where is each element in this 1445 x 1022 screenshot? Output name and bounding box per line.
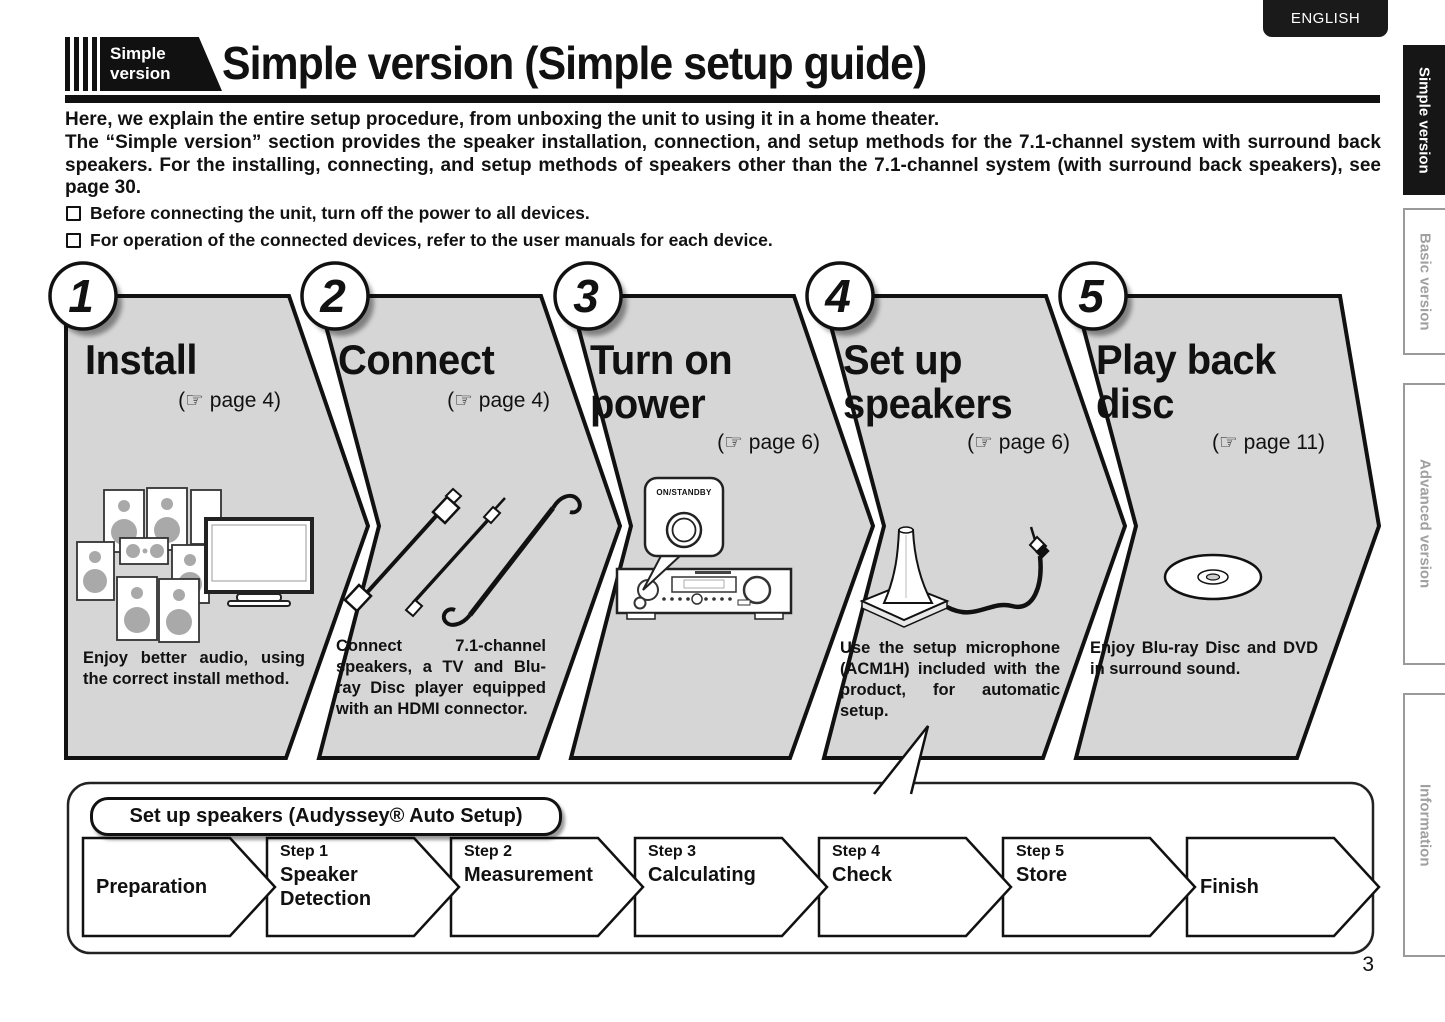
- title-divider: [65, 95, 1380, 103]
- power-button-callout: [642, 476, 725, 591]
- page-ref-playback: (☞ page 11): [1212, 431, 1325, 454]
- on-standby-label: ON/STANDBY: [656, 488, 712, 497]
- chevron-store: [1001, 836, 1197, 938]
- stage-speaker-detection: Step 1 Speaker Detection: [280, 842, 430, 911]
- note-item: For operation of the connected devices, …: [65, 230, 1065, 251]
- chevron-check: [817, 836, 1013, 938]
- chevron-speaker-detection: [265, 836, 461, 938]
- step-title-connect: Connect: [338, 336, 495, 383]
- page-ref-power: (☞ page 6): [717, 431, 820, 454]
- stage-label: Step 2: [464, 843, 513, 860]
- stage-label: Step 3: [648, 843, 697, 860]
- stage-name: Store: [1016, 864, 1068, 886]
- side-tab-advanced-version: Advanced version: [1403, 383, 1445, 665]
- panel-shape-connect: [315, 294, 623, 760]
- chevron-preparation: [81, 836, 277, 938]
- stage-label: Step 4: [832, 843, 881, 860]
- step-number-circles: [48, 261, 1132, 336]
- step-desc-playback: Enjoy Blu-ray Disc and DVD in surround s…: [1090, 639, 1318, 678]
- page-number: 3: [1362, 953, 1374, 976]
- stage-calculating: Step 3 Calculating: [648, 842, 798, 887]
- note-text: Before connecting the unit, turn off the…: [90, 203, 590, 223]
- stage-label: Step 5: [1016, 843, 1065, 860]
- intro-paragraph: The “Simple version” section provides th…: [65, 132, 1381, 198]
- page-ref-connect: (☞ page 4): [447, 389, 550, 412]
- side-tab-basic-version: Basic version: [1403, 208, 1445, 355]
- step-title-power: Turn on power: [590, 336, 733, 427]
- side-tab-simple-version: Simple version: [1403, 45, 1445, 195]
- flow-chevrons: [81, 836, 1381, 938]
- intro-line: Here, we explain the entire setup proced…: [65, 109, 940, 130]
- receiver-illustration: [615, 476, 793, 620]
- section-badge-line2: version: [110, 64, 171, 83]
- stage-name: Calculating: [648, 864, 756, 886]
- chevron-finish: [1185, 836, 1381, 938]
- checkbox-icon: [66, 206, 81, 221]
- chevron-calculating: [633, 836, 829, 938]
- stage-store: Step 5 Store: [1016, 842, 1166, 887]
- cables-illustration: [343, 487, 582, 627]
- side-tab-information: Information: [1403, 693, 1445, 957]
- step-title-install: Install: [85, 336, 197, 383]
- speaker-layout-illustration: [76, 487, 314, 643]
- disc-illustration: [1163, 553, 1263, 601]
- step-number-5: 5: [1078, 270, 1104, 322]
- step-number-3: 3: [573, 270, 599, 322]
- stage-preparation: Preparation: [96, 875, 208, 898]
- setup-microphone-illustration: [859, 526, 1050, 628]
- step-desc-connect: Connect 7.1-channel speakers, a TV and B…: [336, 637, 546, 718]
- page-ref-speakers: (☞ page 6): [967, 431, 1070, 454]
- callout-wedge: [873, 725, 930, 795]
- step-number-4: 4: [825, 270, 851, 322]
- stage-name: Measurement: [464, 864, 593, 886]
- stage-check: Step 4 Check: [832, 842, 982, 887]
- panel-shape-speakers: [820, 294, 1128, 760]
- note-item: Before connecting the unit, turn off the…: [65, 203, 1065, 224]
- stage-name: Speaker Detection: [280, 864, 372, 910]
- step-title-speakers: Set up speakers: [843, 336, 1013, 427]
- language-badge: ENGLISH: [1263, 0, 1388, 37]
- page-title: Simple version (Simple setup guide): [222, 37, 927, 89]
- section-badge: Simple version: [100, 37, 222, 91]
- step-number-2: 2: [320, 270, 346, 322]
- auto-setup-title: Set up speakers (Audyssey® Auto Setup): [90, 797, 562, 836]
- note-text: For operation of the connected devices, …: [90, 230, 773, 250]
- stage-measurement: Step 2 Measurement: [464, 842, 614, 887]
- step-desc-install: Enjoy better audio, using the correct in…: [83, 649, 305, 688]
- checkbox-icon: [66, 233, 81, 248]
- stage-finish: Finish: [1200, 875, 1259, 898]
- step-title-playback: Play back disc: [1096, 336, 1276, 427]
- panel-shape-playback: [1072, 294, 1382, 760]
- stage-name: Check: [832, 864, 893, 886]
- section-badge-line1: Simple: [110, 44, 166, 63]
- section-badge-stripes-icon: [65, 37, 98, 91]
- stage-label: Step 1: [280, 843, 329, 860]
- page-ref-install: (☞ page 4): [178, 389, 281, 412]
- step-number-1: 1: [68, 270, 94, 322]
- chevron-measurement: [449, 836, 645, 938]
- step-desc-speakers: Use the setup microphone (ACM1H) include…: [840, 639, 1060, 720]
- tv-icon: [204, 517, 314, 607]
